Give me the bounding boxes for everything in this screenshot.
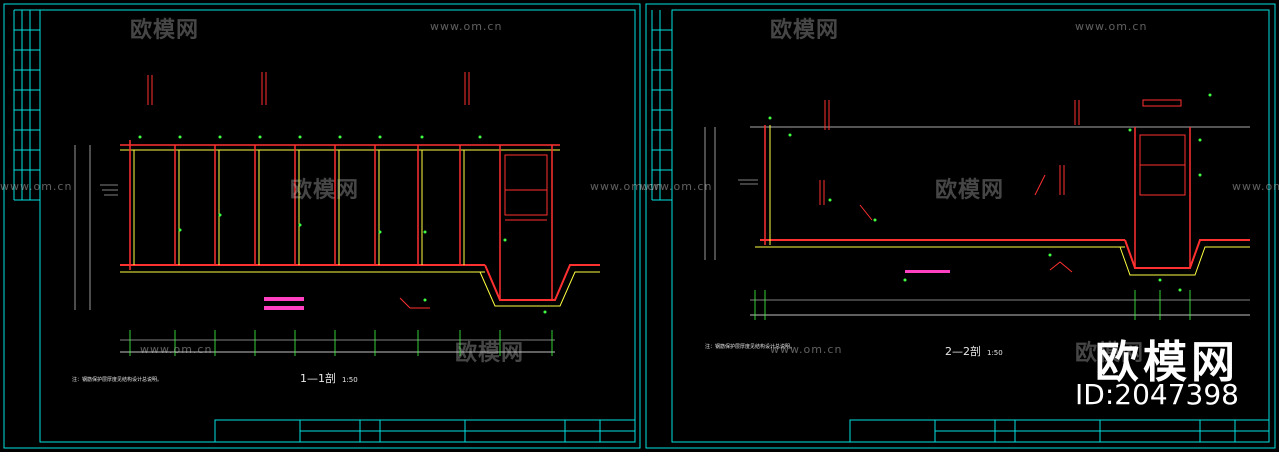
watermark-brand-1: 欧模网 (130, 18, 200, 43)
sheet-left-frame (3, 3, 641, 449)
resource-id: ID:2047398 (1075, 378, 1239, 411)
section-2-2-drawing (704, 93, 1250, 320)
sheet-right-note: 注：钢筋保护层厚度见结构设计总说明。 (705, 343, 795, 350)
watermark-url-1: www.om.cn (430, 20, 503, 33)
sheet-left-scale: 1:50 (342, 376, 358, 384)
sheet-right-scale: 1:50 (987, 349, 1003, 357)
watermark-url-6: www.om.cn (1232, 180, 1279, 193)
watermark-url-8: www.om.cn (770, 343, 843, 356)
watermark-url-7: www.om.cn (140, 343, 213, 356)
watermark-brand-6: 欧模网 (1075, 341, 1145, 366)
sheet-left-title-text: 1—1剖 (300, 372, 336, 385)
brand-logo: 欧模网 (1095, 337, 1239, 388)
sheet-right-note-text: 注：钢筋保护层厚度见结构设计总说明。 (705, 344, 796, 350)
watermark-brand-4: 欧模网 (935, 178, 1005, 203)
sheet-left-title: 1—1剖 1:50 (300, 370, 358, 386)
sheet-right-frame (645, 3, 1276, 449)
watermark-brand-2: 欧模网 (770, 18, 840, 43)
watermark-brand-3: 欧模网 (290, 178, 360, 203)
watermark-url-2: www.om.cn (1075, 20, 1148, 33)
watermark-url-4: www.om.cn (590, 180, 663, 193)
watermark-url-5: www.om.cn (640, 180, 713, 193)
watermark-brand-5: 欧模网 (455, 341, 525, 366)
sheet-left-note-text: 注：钢筋保护层厚度见结构设计总说明。 (72, 377, 163, 383)
sheet-right-title-text: 2—2剖 (945, 345, 981, 358)
sheet-right-title: 2—2剖 1:50 (945, 343, 1003, 359)
watermark-url-3: www.om.cn (0, 180, 73, 193)
sheet-left-note: 注：钢筋保护层厚度见结构设计总说明。 (72, 376, 162, 383)
section-1-1-drawing (74, 72, 600, 356)
